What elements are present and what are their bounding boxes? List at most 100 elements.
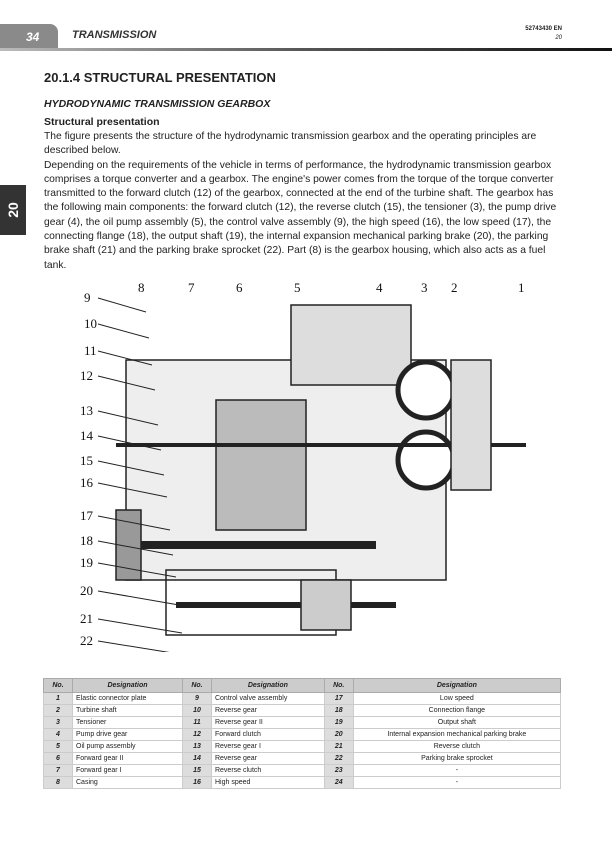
part-number: 9: [181, 692, 212, 705]
leader-line: [97, 350, 153, 366]
part-number: 4: [43, 728, 73, 741]
callout-label: 16: [80, 475, 94, 490]
callout-label: 1: [518, 280, 525, 295]
part-designation: Forward clutch: [210, 728, 325, 741]
callout-label: 6: [236, 280, 243, 295]
callout-label: 10: [84, 316, 97, 331]
doc-number: 52743430 EN 20: [525, 25, 562, 43]
leader-line: [97, 410, 159, 426]
doc-id: 52743430 EN: [525, 26, 562, 32]
part-number: 7: [43, 764, 73, 777]
leader-line: [97, 375, 156, 391]
part-designation: Reverse clutch: [352, 740, 562, 753]
callout-label: 17: [80, 508, 94, 523]
column-header: Designation: [210, 678, 325, 693]
part-number: 22: [323, 752, 354, 765]
column-header: Designation: [72, 678, 183, 693]
column-header: No.: [323, 678, 354, 693]
callout-label: 13: [80, 403, 93, 418]
part-number: 6: [43, 752, 73, 765]
part-number: 2: [43, 704, 73, 717]
leader-line: [97, 618, 183, 634]
chapter-side-tab: 20: [0, 185, 26, 235]
part-designation: -: [352, 764, 562, 777]
part-designation: Pump drive gear: [72, 728, 183, 741]
callout-label: 5: [294, 280, 301, 295]
part-designation: Reverse gear I: [210, 740, 325, 753]
part-number: 20: [323, 728, 354, 741]
part-number: 21: [323, 740, 354, 753]
subheading: Structural presentation: [44, 116, 160, 128]
leader-line: [97, 590, 180, 606]
part-designation: Reverse gear: [210, 704, 325, 717]
part-designation: Low speed: [352, 692, 562, 705]
paragraph: The figure presents the structure of the…: [44, 131, 537, 157]
callout-label: 14: [80, 428, 94, 443]
callout-label: 7: [188, 280, 195, 295]
column-header: Designation: [352, 678, 562, 693]
part-number: 23: [323, 764, 354, 777]
part-designation: Casing: [72, 776, 183, 789]
part-designation: Reverse gear: [210, 752, 325, 765]
leader-line: [97, 460, 165, 476]
callout-label: 19: [80, 555, 93, 570]
callout-label: 18: [80, 533, 93, 548]
part-number: 11: [181, 716, 212, 729]
callout-label: 12: [80, 368, 93, 383]
leader-line: [97, 323, 150, 339]
side-tab-label: 20: [4, 202, 21, 218]
part-number: 19: [323, 716, 354, 729]
part-designation: Forward gear I: [72, 764, 183, 777]
part-designation: Elastic connector plate: [72, 692, 183, 705]
subtitle: HYDRODYNAMIC TRANSMISSION GEARBOX: [44, 98, 271, 110]
part-designation: Turbine shaft: [72, 704, 183, 717]
body-text: The figure presents the structure of the…: [44, 130, 564, 273]
page-heading: 20.1.4 STRUCTURAL PRESENTATION: [44, 70, 276, 85]
page-number: 34: [0, 24, 58, 50]
part-number: 3: [43, 716, 73, 729]
part-number: 1: [43, 692, 73, 705]
leader-line: [97, 435, 162, 451]
part-number: 18: [323, 704, 354, 717]
part-designation: Parking brake sprocket: [352, 752, 562, 765]
part-number: 5: [43, 740, 73, 753]
section-title: TRANSMISSION: [72, 29, 157, 41]
part-designation: Internal expansion mechanical parking br…: [352, 728, 562, 741]
header-divider: [0, 48, 612, 51]
part-designation: Oil pump assembly: [72, 740, 183, 753]
callout-label: 9: [84, 290, 91, 305]
leader-line: [97, 562, 177, 578]
part-number: 17: [323, 692, 354, 705]
column-header: No.: [43, 678, 73, 693]
part-number: 13: [181, 740, 212, 753]
leader-line: [97, 297, 147, 313]
part-number: 15: [181, 764, 212, 777]
part-number: 14: [181, 752, 212, 765]
part-number: 24: [323, 776, 354, 789]
part-designation: -: [352, 776, 562, 789]
part-number: 16: [181, 776, 212, 789]
callout-label: 4: [376, 280, 383, 295]
part-designation: High speed: [210, 776, 325, 789]
paragraph: Depending on the requirements of the veh…: [44, 159, 557, 271]
callout-label: 22: [80, 633, 93, 648]
part-designation: Output shaft: [352, 716, 562, 729]
part-number: 12: [181, 728, 212, 741]
part-designation: Forward gear II: [72, 752, 183, 765]
leader-line: [97, 540, 174, 556]
chapter-number: 20: [555, 35, 562, 41]
part-designation: Tensioner: [72, 716, 183, 729]
part-number: 10: [181, 704, 212, 717]
callout-label: 3: [421, 280, 428, 295]
